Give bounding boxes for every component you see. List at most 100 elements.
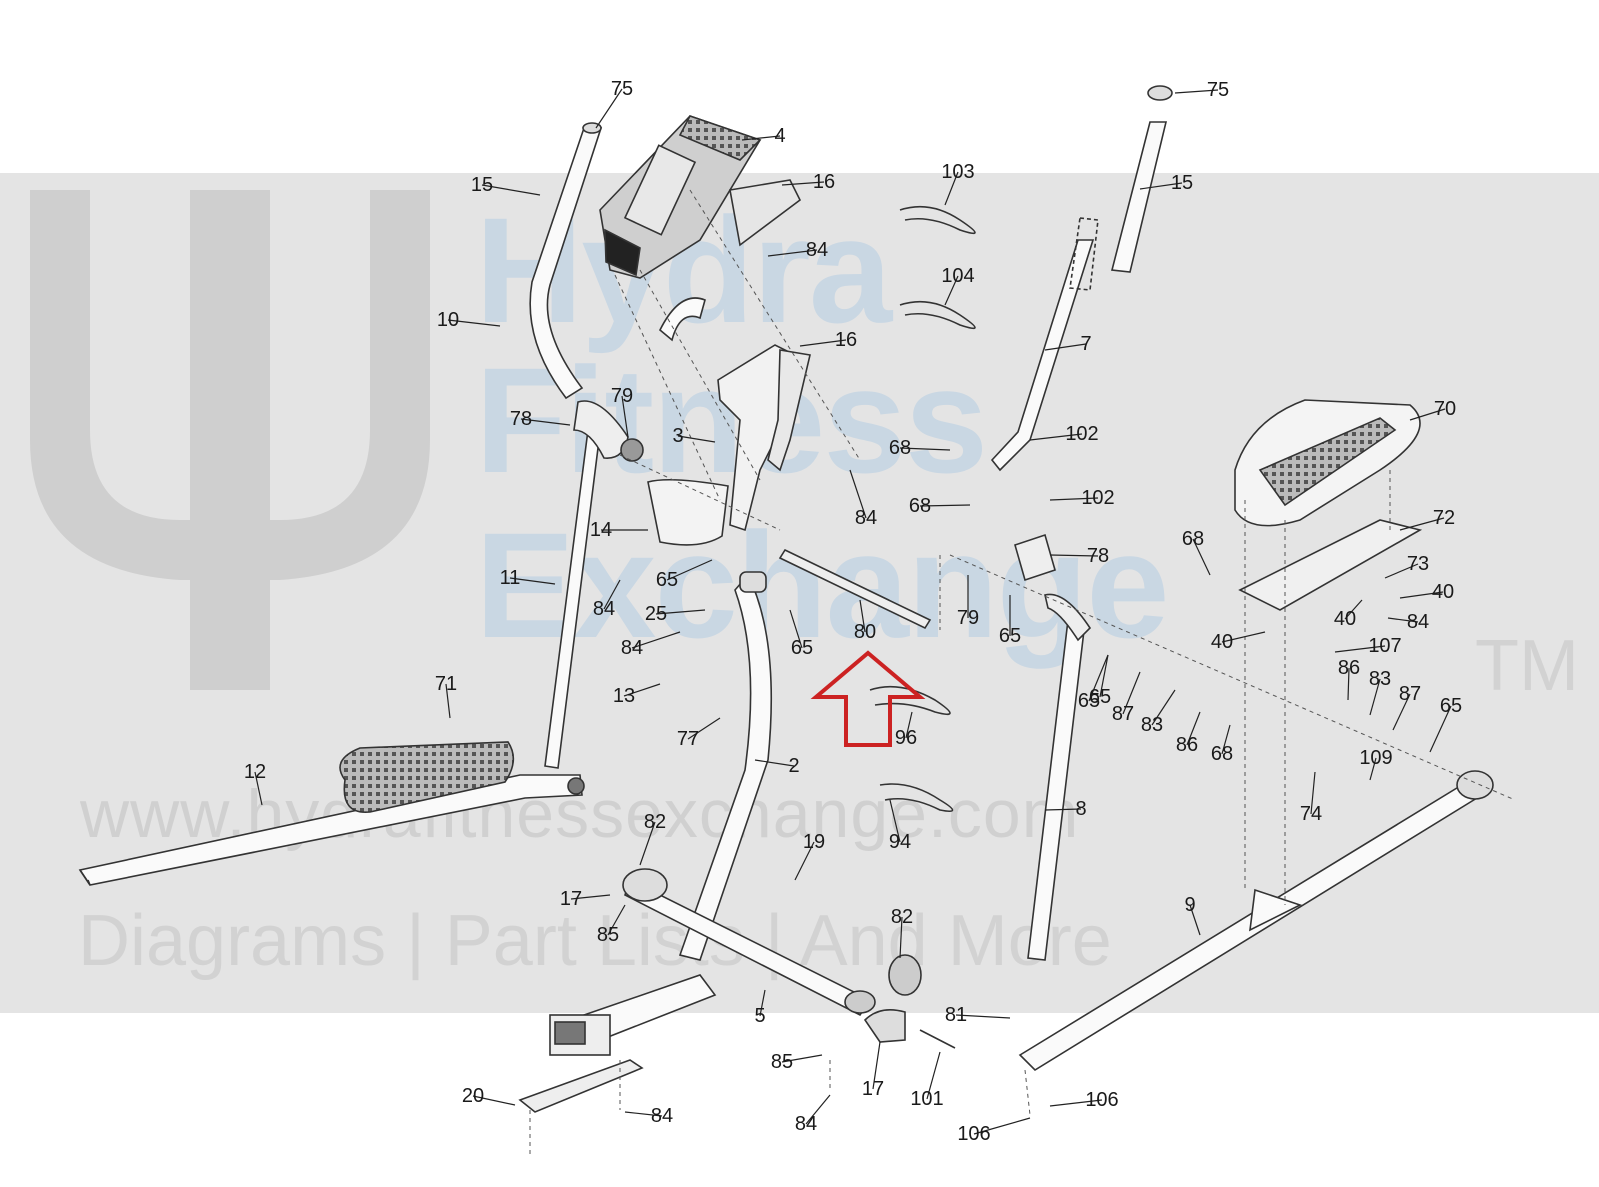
part-number-label: 17 <box>560 888 582 910</box>
callout-leader <box>1384 563 1419 579</box>
part-number-label: 84 <box>651 1105 673 1127</box>
part-number-label: 11 <box>500 567 521 589</box>
part-number-label: 75 <box>1207 79 1229 101</box>
callout-leader <box>926 1051 941 1100</box>
callout-leader <box>1139 182 1183 190</box>
callout-leader <box>520 418 571 426</box>
part-number-label: 40 <box>1432 581 1454 603</box>
callout-leader <box>1334 645 1386 653</box>
part-number-label: 106 <box>957 1123 990 1145</box>
callout-leader <box>1409 408 1446 421</box>
part-number-label: 17 <box>862 1078 884 1100</box>
callout-leader <box>603 579 621 610</box>
part-number-label: 25 <box>645 603 667 625</box>
part-number-label: 40 <box>1211 631 1233 653</box>
part-number-label: 109 <box>1359 747 1392 769</box>
part-number-label: 72 <box>1433 507 1455 529</box>
callout-leader <box>481 184 541 196</box>
part-number-label: 87 <box>1112 703 1134 725</box>
hydra-logo-mark <box>30 190 430 690</box>
callout-leader <box>899 447 951 451</box>
callout-leader <box>859 599 866 633</box>
part-number-label: 101 <box>910 1088 943 1110</box>
callout-leader <box>1369 678 1381 716</box>
callout-leader <box>1049 554 1099 557</box>
part-number-label: 68 <box>889 437 911 459</box>
callout-leader <box>677 435 716 443</box>
callout-leader <box>1151 689 1176 726</box>
part-number-label: 86 <box>1338 657 1360 679</box>
part-number-label: 16 <box>835 329 857 351</box>
part-number-label: 75 <box>611 78 633 100</box>
frame-parts <box>78 85 1494 1113</box>
callout-leader <box>687 717 721 740</box>
callout-leader <box>955 1014 1011 1019</box>
part-number-label: 106 <box>1085 1089 1118 1111</box>
part-number-label: 3 <box>672 425 683 447</box>
part-number-label: 94 <box>889 831 911 853</box>
callout-leader <box>595 88 623 129</box>
callout-leader <box>899 916 903 959</box>
part-number-label: 12 <box>244 761 266 783</box>
part-number-label: 104 <box>941 265 974 287</box>
callout-leader <box>1429 705 1452 753</box>
part-number-label: 87 <box>1399 683 1421 705</box>
part-number-label: 73 <box>1407 553 1429 575</box>
callout-leader <box>1399 591 1444 599</box>
callout-leader <box>799 339 847 347</box>
part-number-label: 15 <box>1171 172 1193 194</box>
part-number-label: 65 <box>656 569 678 591</box>
callout-leader <box>631 631 681 649</box>
part-number-label: 13 <box>613 685 635 707</box>
part-number-label: 102 <box>1065 423 1098 445</box>
part-number-label: 82 <box>891 906 913 928</box>
part-number-label: 79 <box>957 607 979 629</box>
part-number-label: 15 <box>471 174 493 196</box>
callout-leader <box>655 609 706 615</box>
highlight-arrow <box>810 650 926 747</box>
callout-leader <box>621 395 629 438</box>
callout-leader <box>944 275 959 306</box>
callout-leader <box>1044 343 1087 351</box>
part-number-label: 74 <box>1300 803 1322 825</box>
assembly-lines <box>529 189 1516 1155</box>
callout-leader <box>1369 757 1377 781</box>
callout-leader <box>472 1095 516 1106</box>
part-number-label: 78 <box>1087 545 1109 567</box>
part-number-label: 84 <box>621 637 643 659</box>
callout-leader <box>944 171 959 206</box>
part-number-label: 84 <box>855 507 877 529</box>
part-number-label: 102 <box>1081 487 1114 509</box>
callout-leader <box>781 1054 823 1063</box>
part-number-label: 86 <box>1176 734 1198 756</box>
part-number-label: 65 <box>1078 690 1100 712</box>
part-number-label: 40 <box>1334 608 1356 630</box>
part-number-label: 65 <box>1089 686 1111 708</box>
callout-leader <box>794 841 815 881</box>
part-number-label: 68 <box>1211 743 1233 765</box>
part-number-label: 68 <box>1182 528 1204 550</box>
part-number-label: 78 <box>510 408 532 430</box>
callout-leader <box>1049 1099 1103 1107</box>
callout-leader <box>1099 654 1109 698</box>
callout-leader <box>905 711 913 739</box>
callout-leader <box>1347 667 1350 701</box>
part-number-label: 20 <box>462 1085 484 1107</box>
callout-leader <box>639 821 656 866</box>
callout-leader <box>1189 904 1201 936</box>
callout-leader <box>1387 617 1419 623</box>
callout-leader <box>509 577 556 585</box>
part-number-label: 85 <box>771 1051 793 1073</box>
callout-leader <box>1192 538 1211 576</box>
callout-leader <box>445 683 451 719</box>
callout-leader <box>805 1094 831 1125</box>
part-number-label: 9 <box>1184 894 1195 916</box>
part-number-label: 5 <box>754 1005 765 1027</box>
callout-leader <box>624 1111 663 1117</box>
callout-leader <box>1221 724 1231 755</box>
callout-leader <box>570 894 611 900</box>
part-number-label: 71 <box>435 673 457 695</box>
